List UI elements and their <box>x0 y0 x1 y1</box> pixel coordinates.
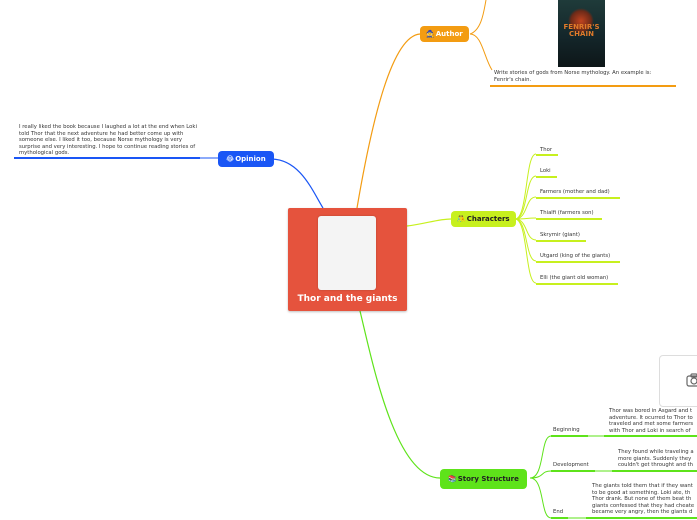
topic-characters-label: Characters <box>466 215 510 223</box>
topic-author-label: Author <box>435 30 463 38</box>
link-author <box>356 33 421 209</box>
story-beginning-note[interactable]: Thor was bored in Asgard and t adventure… <box>609 408 694 434</box>
opinion-note[interactable]: I really liked the book because I laughe… <box>19 124 197 157</box>
topic-characters[interactable]: 🤼Characters <box>451 211 516 227</box>
story-end-note[interactable]: The giants told them that if they want t… <box>592 483 695 516</box>
book-cover-image[interactable]: FENRIR'S CHAIN <box>558 0 605 67</box>
central-topic-title: Thor and the giants <box>297 294 398 304</box>
topic-author[interactable]: 🧙Author <box>420 26 469 42</box>
book-cover-title: FENRIR'S CHAIN <box>563 23 600 38</box>
laughing-face-icon: 😂 <box>226 155 235 163</box>
character-item[interactable]: Farmers (mother and dad) <box>540 189 610 195</box>
author-note[interactable]: Write stories of gods from Norse mytholo… <box>494 70 652 83</box>
link-story <box>359 310 441 479</box>
story-development-note[interactable]: They found while traveling a more giants… <box>618 449 694 469</box>
books-icon: 📚 <box>448 475 457 483</box>
character-item[interactable]: Utgard (king of the giants) <box>540 253 611 259</box>
character-item[interactable]: Thor <box>540 147 553 153</box>
topic-opinion-label: Opinion <box>235 155 266 163</box>
camera-icon <box>686 373 697 387</box>
story-part-beginning[interactable]: Beginning <box>553 427 580 433</box>
add-image-button[interactable] <box>659 355 697 407</box>
characters-icon: 🤼 <box>457 215 466 223</box>
character-item[interactable]: Thialfi (farmers son) <box>540 210 594 216</box>
book-cover-art <box>568 8 594 34</box>
topic-story-structure[interactable]: 📚Story Structure <box>440 469 527 489</box>
character-item[interactable]: Loki <box>540 168 551 174</box>
topic-opinion[interactable]: 😂Opinion <box>218 151 274 167</box>
character-item[interactable]: Skrymir (giant) <box>540 232 580 238</box>
character-item[interactable]: Elli (the giant old woman) <box>540 275 609 281</box>
link-characters <box>406 218 452 227</box>
central-image-placeholder <box>318 216 376 290</box>
topic-story-label: Story Structure <box>457 475 519 483</box>
link-opinion <box>271 158 324 209</box>
story-part-end[interactable]: End <box>553 509 564 515</box>
central-topic[interactable]: Thor and the giants <box>288 208 407 311</box>
story-part-development[interactable]: Development <box>553 462 589 468</box>
wizard-icon: 🧙 <box>426 30 435 38</box>
